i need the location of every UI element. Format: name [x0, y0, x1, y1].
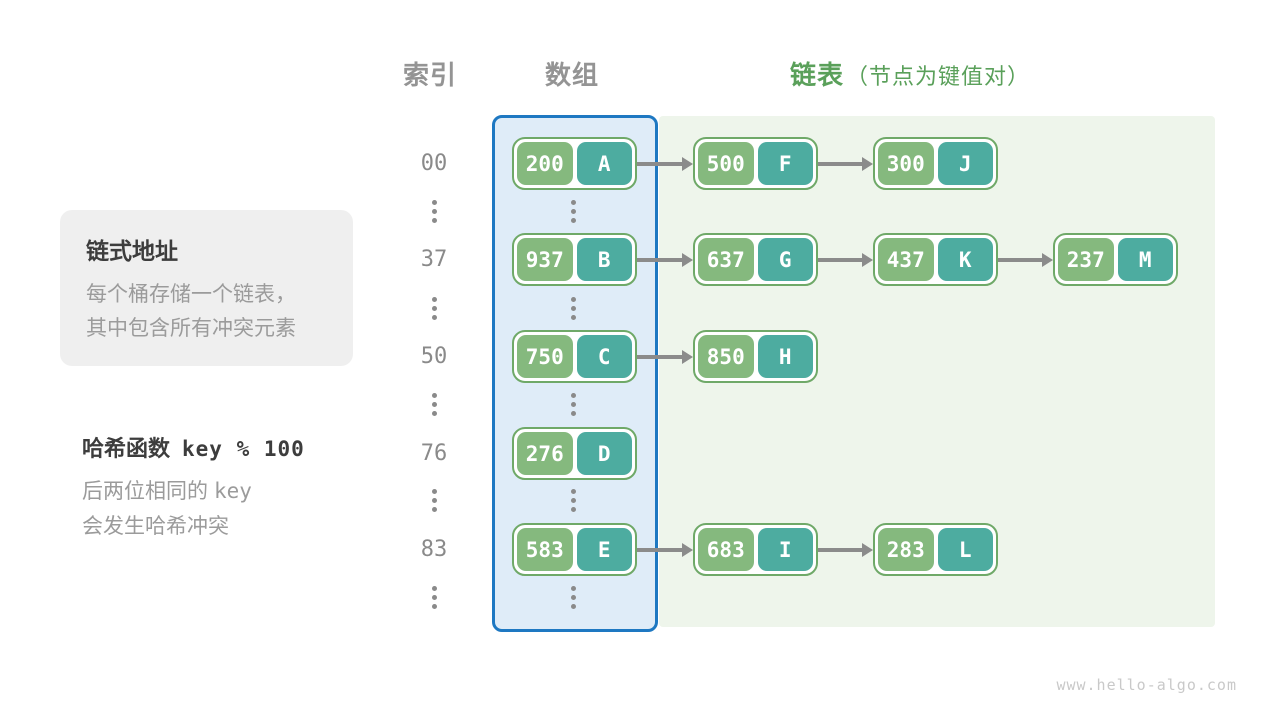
ellipsis-dots [431, 586, 437, 609]
ellipsis-dots [570, 297, 576, 320]
node-key: 300 [878, 142, 934, 185]
node-key: 237 [1058, 238, 1114, 281]
column-header-list-label: 链表 [790, 60, 845, 90]
node-value: G [757, 238, 813, 281]
hash-note-line-1-cn: 后两位相同的 [82, 480, 208, 503]
node-value: I [757, 528, 813, 571]
node-value: D [576, 432, 632, 475]
pair-node: 237 M [1053, 233, 1178, 286]
node-key: 683 [698, 528, 754, 571]
pair-node: 937 B [512, 233, 637, 286]
index-label: 00 [420, 151, 448, 176]
column-header-array: 数组 [545, 60, 600, 90]
pair-node: 500 F [693, 137, 818, 190]
node-key: 850 [698, 335, 754, 378]
node-value: L [937, 528, 993, 571]
node-key: 437 [878, 238, 934, 281]
node-value: H [757, 335, 813, 378]
next-pointer-arrow [637, 157, 693, 171]
node-key: 283 [878, 528, 934, 571]
pair-node: 750 C [512, 330, 637, 383]
ellipsis-dots [570, 393, 576, 416]
node-key: 276 [517, 432, 573, 475]
node-key: 750 [517, 335, 573, 378]
hash-note-line-1-code: key [214, 479, 252, 503]
pair-node: 637 G [693, 233, 818, 286]
column-header-list: 链表（节点为键值对） [790, 55, 1030, 92]
node-value: B [576, 238, 632, 281]
info-box-chaining: 链式地址 每个桶存储一个链表， 其中包含所有冲突元素 [60, 210, 353, 366]
next-pointer-arrow [637, 253, 693, 267]
pair-node: 300 J [873, 137, 998, 190]
pair-node: 283 L [873, 523, 998, 576]
info-box-line-1: 每个桶存储一个链表， [86, 283, 296, 306]
node-value: E [576, 528, 632, 571]
index-label: 76 [420, 441, 448, 466]
ellipsis-dots [570, 586, 576, 609]
node-value: A [576, 142, 632, 185]
pair-node: 850 H [693, 330, 818, 383]
pair-node: 276 D [512, 427, 637, 480]
ellipsis-dots [431, 489, 437, 512]
pair-node: 200 A [512, 137, 637, 190]
node-value: K [937, 238, 993, 281]
ellipsis-dots [431, 200, 437, 223]
index-label: 83 [420, 537, 448, 562]
index-label: 50 [420, 344, 448, 369]
node-value: M [1117, 238, 1173, 281]
info-box-body: 每个桶存储一个链表， 其中包含所有冲突元素 [86, 278, 327, 346]
ellipsis-dots [570, 200, 576, 223]
node-key: 937 [517, 238, 573, 281]
info-box-line-2: 其中包含所有冲突元素 [86, 317, 296, 341]
hash-function-title-cn: 哈希函数 [82, 436, 171, 461]
next-pointer-arrow [637, 350, 693, 364]
pair-node: 437 K [873, 233, 998, 286]
info-box-title: 链式地址 [86, 238, 178, 264]
pair-node: 583 E [512, 523, 637, 576]
index-label: 37 [420, 247, 448, 272]
ellipsis-dots [431, 393, 437, 416]
hash-note-line-1: 后两位相同的 key [82, 475, 252, 505]
next-pointer-arrow [818, 253, 873, 267]
hash-function-formula: key % 100 [182, 437, 305, 461]
hash-note-line-2: 会发生哈希冲突 [82, 515, 229, 538]
node-value: J [937, 142, 993, 185]
column-header-list-note: （节点为键值对） [846, 64, 1031, 89]
hash-function-title: 哈希函数 key % 100 [82, 431, 305, 463]
next-pointer-arrow [818, 157, 873, 171]
pair-node: 683 I [693, 523, 818, 576]
node-key: 637 [698, 238, 754, 281]
next-pointer-arrow [818, 543, 873, 557]
node-value: F [757, 142, 813, 185]
next-pointer-arrow [637, 543, 693, 557]
ellipsis-dots [431, 297, 437, 320]
node-value: C [576, 335, 632, 378]
node-key: 500 [698, 142, 754, 185]
node-key: 200 [517, 142, 573, 185]
ellipsis-dots [570, 489, 576, 512]
node-key: 583 [517, 528, 573, 571]
next-pointer-arrow [998, 253, 1053, 267]
watermark: www.hello-algo.com [1056, 676, 1237, 694]
column-header-index: 索引 [403, 60, 458, 90]
